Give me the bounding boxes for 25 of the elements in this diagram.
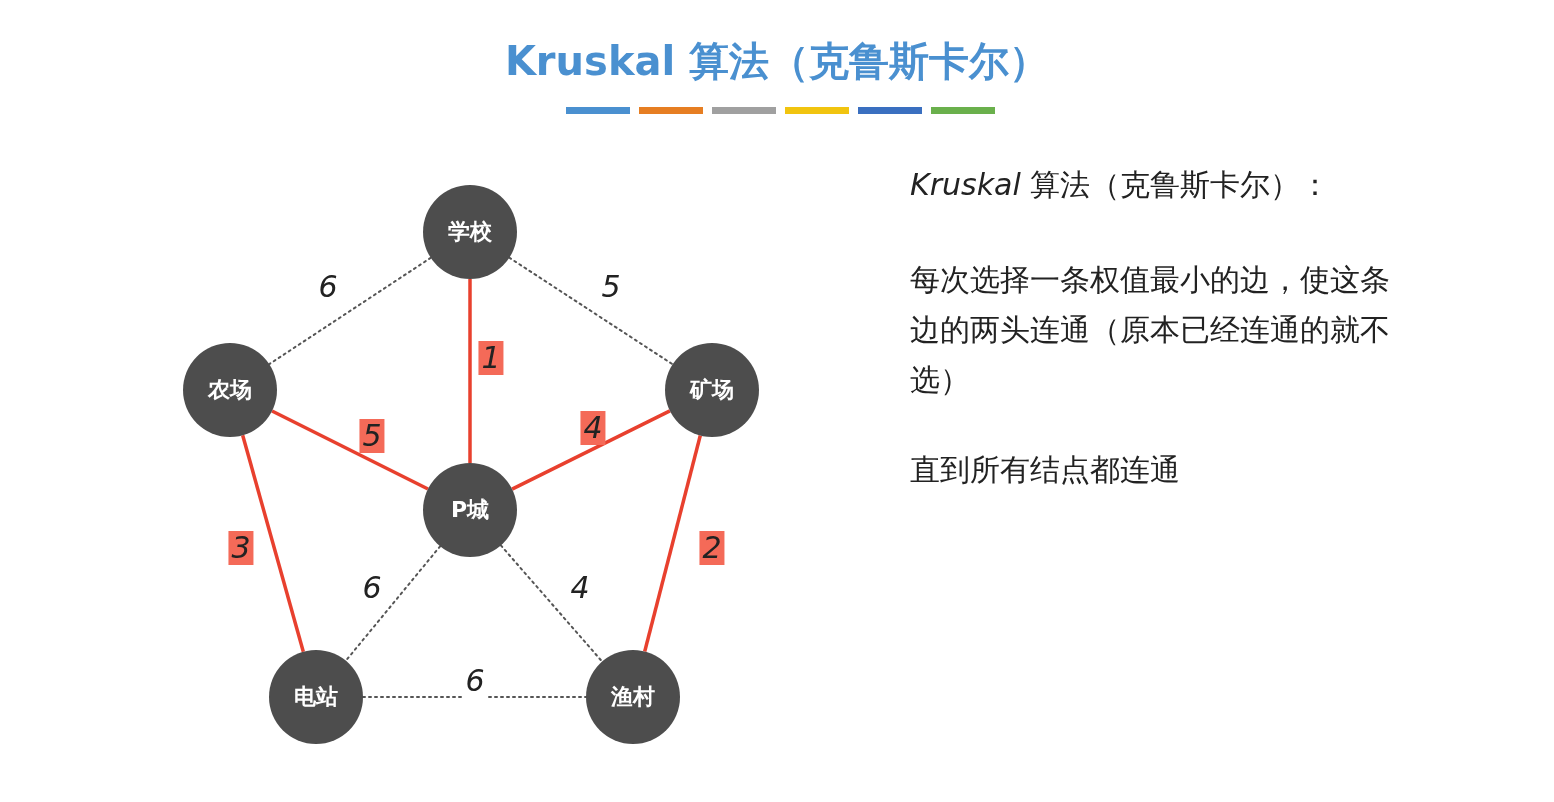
edge-line [344, 545, 442, 662]
edge-line [362, 696, 587, 698]
heading-text: Kruskal 算法（克鲁斯卡尔）： [910, 166, 1332, 204]
edge-line [511, 409, 671, 491]
paragraph: 每次选择一条权值最小的边，使这条边的两头连通（原本已经连通的就不选） [910, 261, 1390, 399]
vertex-circle: 矿场 [665, 343, 759, 437]
vertex-circle: 电站 [269, 650, 363, 744]
edge-label: 1 [478, 341, 504, 375]
vertex-circle: 学校 [423, 185, 517, 279]
title: Kruskal 算法（克鲁斯卡尔） [503, 37, 1051, 86]
edge-line [271, 409, 429, 491]
edge-line [643, 435, 702, 652]
edge-line [468, 279, 472, 463]
edge-line [499, 544, 604, 663]
vertex-circle: P城 [423, 463, 517, 557]
edge-label: 4 [580, 411, 606, 445]
edge-line [268, 256, 432, 366]
paragraph: 直到所有结点都连通 [910, 451, 1181, 489]
edge-label: 2 [699, 531, 725, 565]
edge-label: 3 [228, 531, 254, 565]
vertex-circle: 农场 [183, 343, 277, 437]
edge-line [241, 434, 305, 653]
edge-label: 5 [359, 419, 385, 453]
edge-line [508, 256, 674, 366]
vertex-circle: 渔村 [586, 650, 680, 744]
